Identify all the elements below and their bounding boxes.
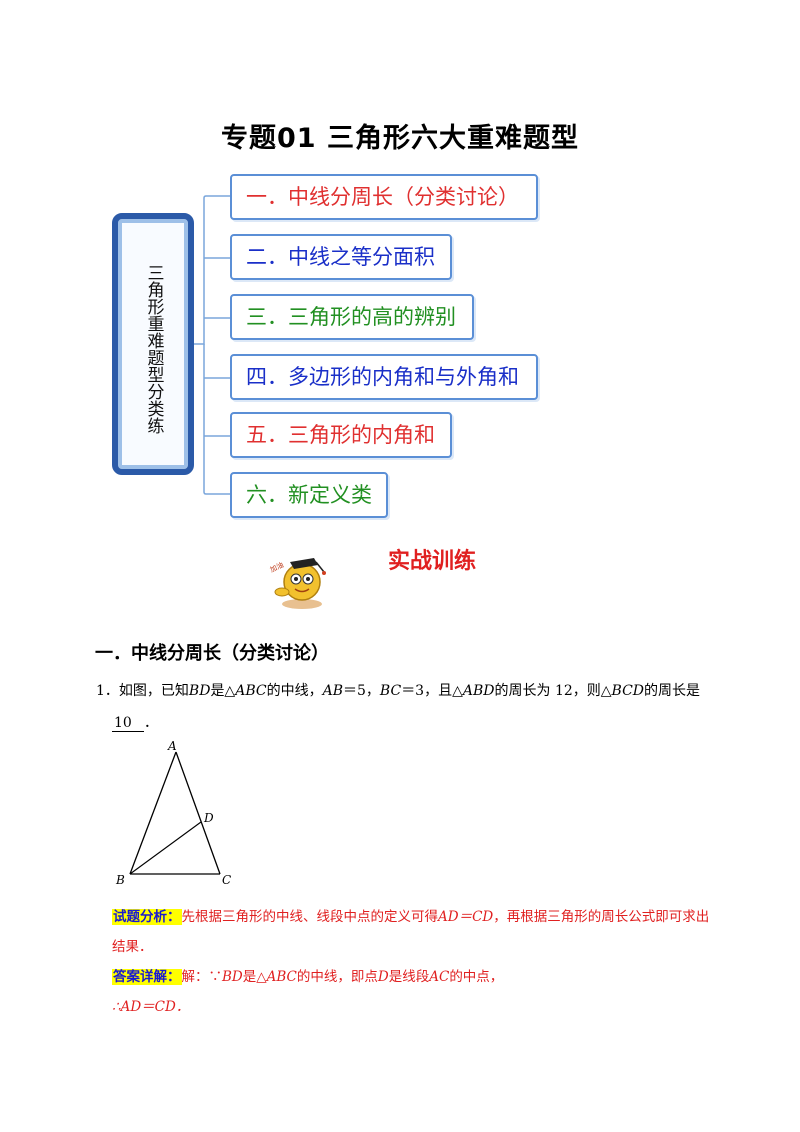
q-text: 的周长为 12，则△ xyxy=(494,683,612,699)
analysis-paragraph: 试题分析：先根据三角形的中线、线段中点的定义可得AD＝CD，再根据三角形的周长公… xyxy=(112,902,722,962)
detail-line-1: 答案详解：解：∵BD是△ABC的中线，即点D是线段AC的中点， xyxy=(112,962,722,992)
mindmap-branch-3: 三．三角形的高的辨别 xyxy=(230,294,474,340)
detail-text: 是线段 xyxy=(388,969,430,985)
vertex-label-b: B xyxy=(115,873,125,887)
analysis-label: 试题分析： xyxy=(112,909,182,925)
practice-label: 实战训练 xyxy=(388,549,477,574)
q-text: ＝3，且△ xyxy=(401,683,463,699)
answer-line: 10． xyxy=(112,712,158,732)
section-heading: 一．中线分周长（分类讨论） xyxy=(95,643,329,664)
detail-text: 解：∵ xyxy=(181,969,223,985)
answer-value: 10 xyxy=(112,715,144,732)
vertex-label-d: D xyxy=(203,811,214,825)
page-title: 专题01 三角形六大重难题型 xyxy=(221,123,579,154)
analysis-text: 先根据三角形的中线、线段中点的定义可得 xyxy=(181,909,439,925)
detail-text: 的中线，即点 xyxy=(296,969,378,985)
mindmap-branch-4: 四．多边形的内角和与外角和 xyxy=(230,354,538,400)
detail-var: ABC xyxy=(266,969,297,985)
vertex-label-c: C xyxy=(222,873,231,887)
q-text: ＝5， xyxy=(343,683,380,699)
mindmap-root: 三角形重难题型分类练 xyxy=(112,213,194,475)
q-text: 如图，已知 xyxy=(118,683,189,699)
cartoon-student-mascot-icon: 加油 xyxy=(268,558,326,609)
detail-var: D xyxy=(377,969,389,985)
detail-var: AC xyxy=(429,969,450,985)
detail-text: 是△ xyxy=(242,969,267,985)
q-var: BD xyxy=(188,683,211,699)
detail-text: 的中点， xyxy=(449,969,504,985)
q-text: 的中线， xyxy=(266,683,323,699)
detail-label: 答案详解： xyxy=(112,969,182,985)
mindmap-branch-2: 二．中线之等分面积 xyxy=(230,234,452,280)
analysis-equation: AD＝CD xyxy=(438,909,494,925)
mindmap-branch-1: 一．中线分周长（分类讨论） xyxy=(230,174,538,220)
q-var: BC xyxy=(379,683,402,699)
triangle-figure: A B C D xyxy=(115,739,231,887)
question-1: 1．如图，已知BD是△ABC的中线，AB＝5，BC＝3，且△ABD的周长为 12… xyxy=(96,680,716,702)
detail-var: BD xyxy=(222,969,243,985)
q-var: BCD xyxy=(611,683,645,699)
q-var: ABC xyxy=(235,683,267,699)
topic-mindmap: 三角形重难题型分类练 一．中线分周长（分类讨论） 二．中线之等分面积 三．三角形… xyxy=(0,0,800,540)
analysis-text: ，再根据三角形的周长公式即可求出结果． xyxy=(112,909,710,955)
question-number: 1． xyxy=(96,683,119,699)
mindmap-branch-6: 六．新定义类 xyxy=(230,472,388,518)
answer-detail: 答案详解：解：∵BD是△ABC的中线，即点D是线段AC的中点， ∴AD＝CD． xyxy=(112,962,722,1022)
detail-line-2: ∴AD＝CD． xyxy=(112,999,190,1015)
answer-period: ． xyxy=(144,715,158,731)
svg-text:加油: 加油 xyxy=(268,560,284,574)
q-text: 的周长是 xyxy=(644,683,701,699)
mindmap-connectors xyxy=(194,195,230,495)
q-var: ABD xyxy=(462,683,495,699)
q-text: 是△ xyxy=(210,683,236,699)
q-var: AB xyxy=(322,683,343,699)
mindmap-root-label: 三角形重难题型分类练 xyxy=(143,264,164,434)
mindmap-branch-5: 五．三角形的内角和 xyxy=(230,412,452,458)
vertex-label-a: A xyxy=(167,739,177,753)
